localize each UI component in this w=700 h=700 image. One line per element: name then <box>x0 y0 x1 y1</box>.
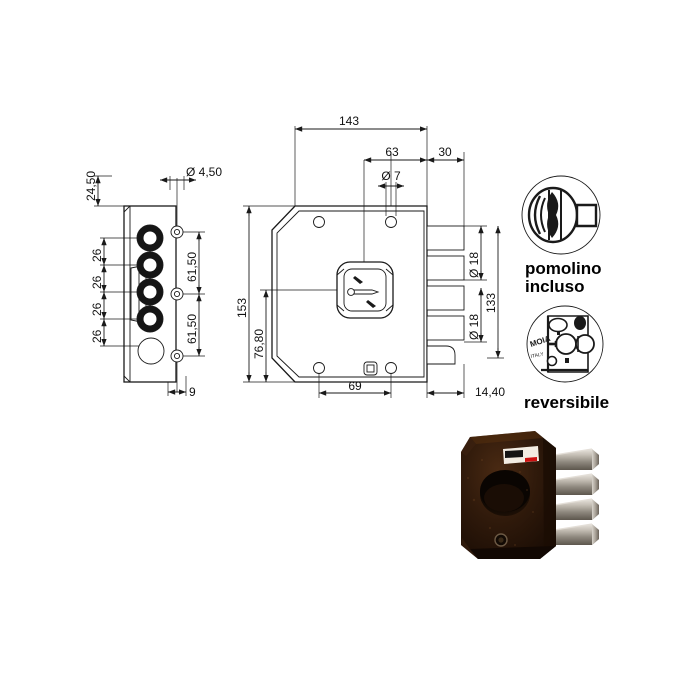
svg-text:26: 26 <box>90 302 104 316</box>
front-hole-tr <box>385 216 397 228</box>
product-photo-group <box>461 431 599 559</box>
front-hole-br <box>385 362 397 374</box>
keyhole-escutcheon <box>336 261 394 319</box>
dim-label-7: Ø 7 <box>381 169 401 183</box>
dim-label-133: 133 <box>484 293 498 313</box>
dim-6150-stack: 61,50 61,50 <box>183 231 205 357</box>
dim-label-4-50: Ø 4,50 <box>186 165 222 179</box>
reversible-lock-icon: MOIA ITALY <box>529 315 595 373</box>
side-latch-circle <box>137 337 165 365</box>
svg-text:26: 26 <box>90 329 104 343</box>
pomolino-circle-frame <box>521 175 601 255</box>
svg-text:26: 26 <box>90 248 104 262</box>
front-latch <box>426 345 456 365</box>
dim-label-69: 69 <box>348 379 362 393</box>
reversibile-circle-frame <box>526 305 604 383</box>
svg-text:61,50: 61,50 <box>185 314 199 344</box>
dim-label-76-80: 76,80 <box>252 329 266 359</box>
dim-label-153: 153 <box>235 298 249 318</box>
dim-26-stack: 26 26 26 26 <box>90 237 139 347</box>
thumbturn-knob-icon <box>527 186 598 244</box>
photo-texture <box>467 458 534 546</box>
side-view-group: Ø 4,50 24,50 26 26 <box>84 165 222 399</box>
dim-label-18-a: Ø 18 <box>467 252 481 278</box>
dim-label-63: 63 <box>385 145 399 159</box>
dim-label-30: 30 <box>438 145 452 159</box>
callout-pomolino: pomolino incluso <box>521 175 601 296</box>
svg-text:26: 26 <box>90 275 104 289</box>
dim-label-14-40: 14,40 <box>475 385 505 399</box>
callout-reversibile: MOIA ITALY reversibile <box>524 305 609 412</box>
front-bolt-group <box>426 225 465 341</box>
pomolino-label-line2: incluso <box>525 277 585 296</box>
front-hole-tl <box>313 216 325 228</box>
reversibile-label: reversibile <box>524 393 609 412</box>
svg-text:61,50: 61,50 <box>185 252 199 282</box>
side-screw-holes <box>170 225 184 363</box>
dim-label-24-50: 24,50 <box>84 171 98 201</box>
front-hole-bl <box>313 362 325 374</box>
photo-brand-label <box>503 446 539 464</box>
dim-label-143: 143 <box>339 114 359 128</box>
svg-text:ITALY: ITALY <box>530 351 545 360</box>
front-view-group: 143 63 30 Ø 7 153 <box>235 114 505 399</box>
dim-label-9: 9 <box>189 385 196 399</box>
front-square-hole <box>363 361 378 376</box>
dim-label-18-b: Ø 18 <box>467 314 481 340</box>
pomolino-label-line1: pomolino <box>525 259 601 278</box>
